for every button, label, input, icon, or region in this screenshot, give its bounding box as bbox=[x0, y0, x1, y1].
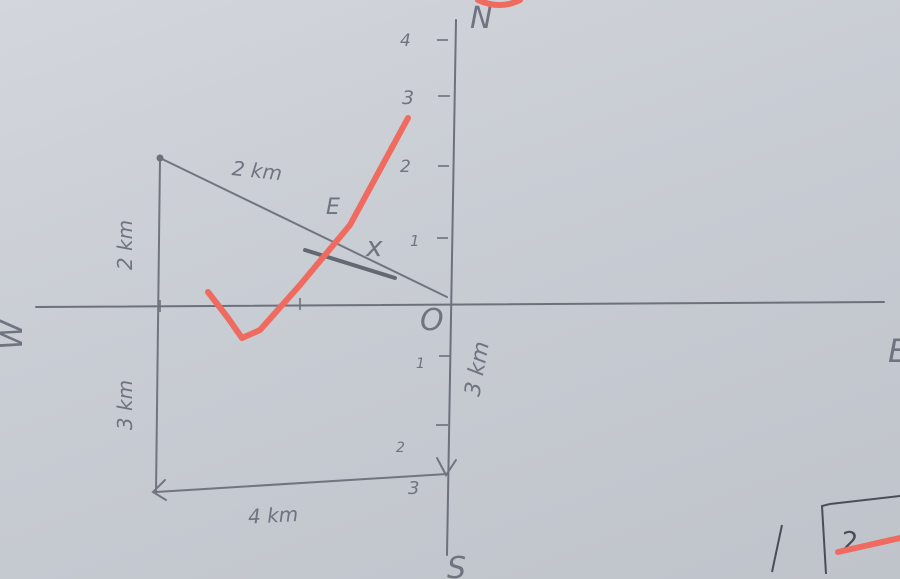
angle-segment bbox=[303, 248, 397, 280]
angle-x-label: x bbox=[365, 230, 383, 263]
red-checkmark bbox=[205, 115, 411, 341]
tick-label-n1: 1 bbox=[410, 232, 420, 250]
vertical-axis bbox=[446, 19, 457, 556]
corner-box-top bbox=[829, 495, 900, 505]
arrow-head-west bbox=[151, 479, 167, 501]
tick-label-n2: 2 bbox=[400, 157, 411, 177]
south-horizontal-path bbox=[155, 473, 448, 493]
angle-e-label: E bbox=[326, 195, 340, 220]
corner-stroke bbox=[771, 524, 783, 573]
tick-label-s1: 1 bbox=[416, 356, 425, 372]
west-vertical-path bbox=[155, 157, 161, 493]
south-label: S bbox=[447, 551, 466, 579]
red-strike-corner bbox=[835, 535, 900, 555]
label-diagonal-2km: 2 km bbox=[231, 156, 283, 185]
resultant-line bbox=[159, 157, 448, 298]
west-label: W bbox=[0, 319, 30, 350]
label-horizontal-4km: 4 km bbox=[247, 502, 298, 529]
tick-label-s3: 3 bbox=[408, 478, 419, 499]
corner-bracket bbox=[820, 503, 831, 575]
north-label: N bbox=[470, 1, 492, 36]
red-arc-top bbox=[475, 0, 523, 8]
label-vertical-3km-left: 3 km bbox=[113, 380, 137, 430]
label-vertical-3km-origin: 3 km bbox=[460, 340, 494, 399]
origin-label: O bbox=[420, 303, 444, 338]
tick-label-n3: 3 bbox=[402, 87, 414, 109]
tick-label-n4: 4 bbox=[400, 31, 411, 51]
tick-label-s2: 2 bbox=[396, 440, 405, 456]
label-vertical-2km: 2 km bbox=[113, 220, 137, 270]
arrow-head-south bbox=[436, 457, 457, 477]
horizontal-axis bbox=[35, 301, 885, 308]
east-label: E bbox=[888, 332, 900, 370]
start-point-dot bbox=[156, 154, 164, 162]
